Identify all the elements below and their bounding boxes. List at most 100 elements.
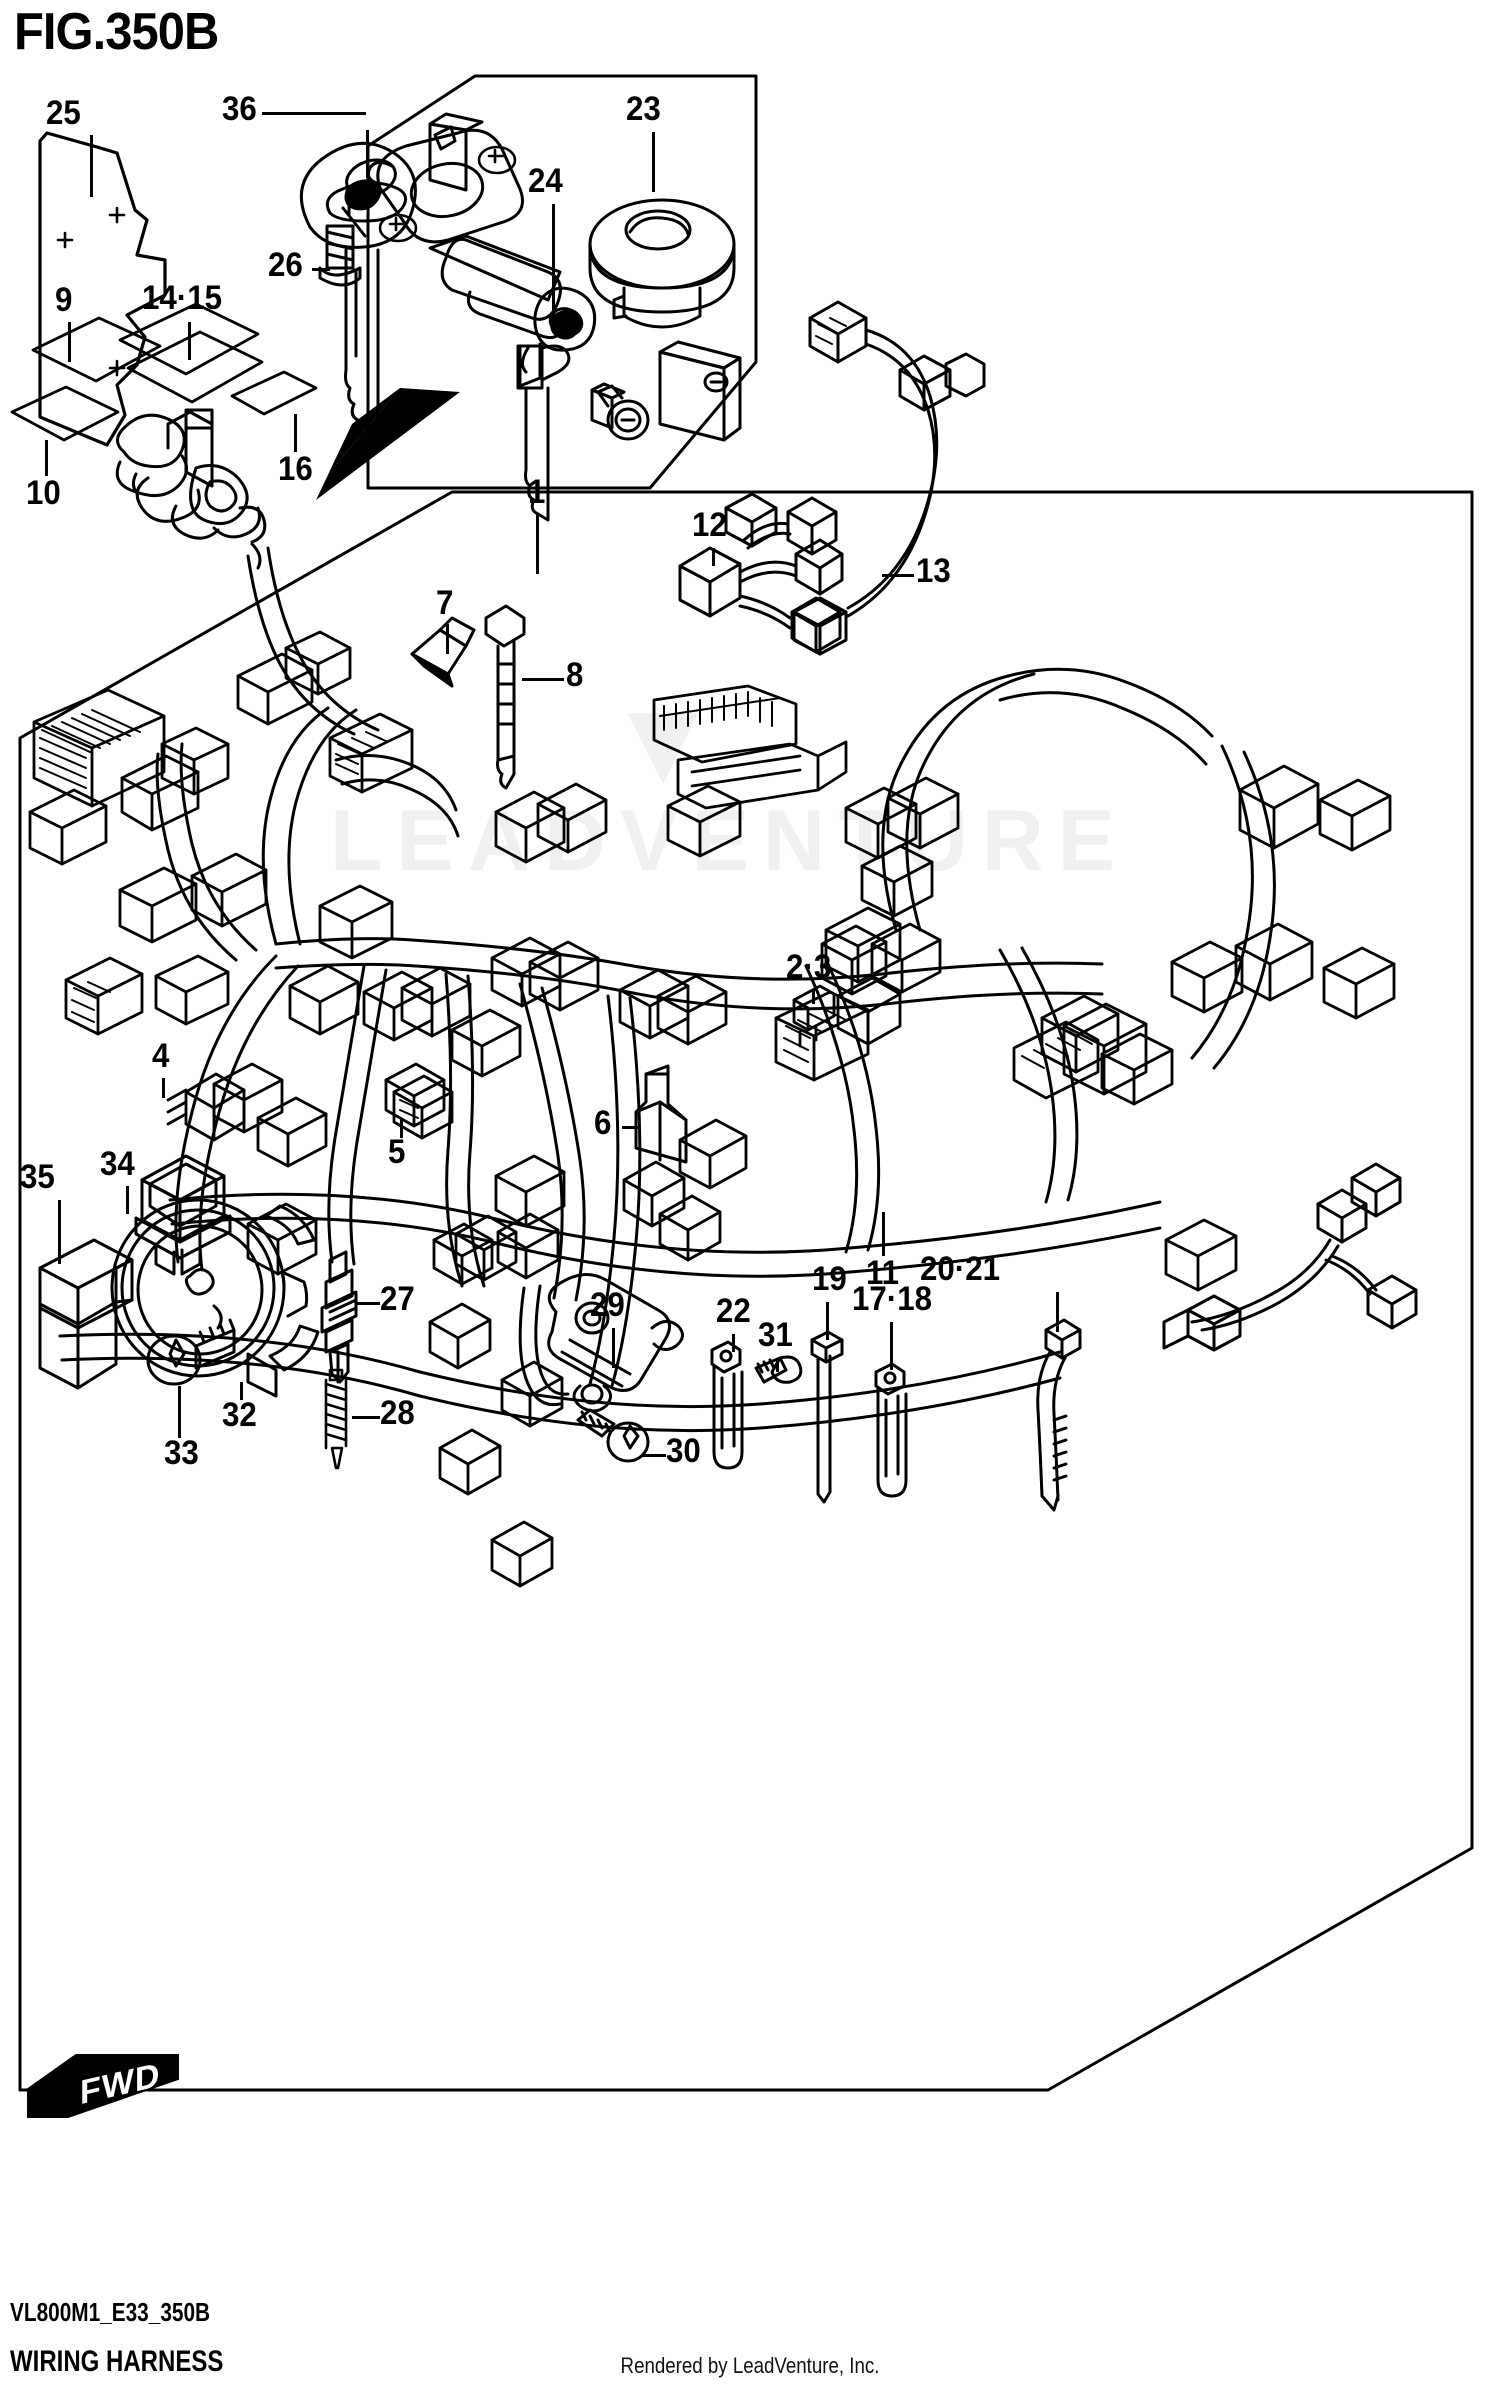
callout-2-3[interactable]: 2·3: [786, 948, 832, 986]
callout-11[interactable]: 11: [866, 1254, 900, 1292]
callout-30[interactable]: 30: [666, 1432, 701, 1470]
connector-center-cluster: [288, 964, 472, 1042]
callout-5[interactable]: 5: [388, 1133, 406, 1171]
callout-33[interactable]: 33: [164, 1434, 199, 1472]
callout-9[interactable]: 9: [55, 281, 73, 319]
leader-33: [178, 1386, 181, 1438]
callout-14-15[interactable]: 14·15: [142, 279, 223, 317]
leader-9: [68, 322, 71, 362]
fwd-orientation-badge: FWD: [20, 2045, 190, 2125]
watermark-text: LEADVENTURE: [330, 793, 1130, 889]
leader-24: [552, 204, 555, 324]
callout-23[interactable]: 23: [626, 90, 661, 128]
connector-left-mid2: [190, 852, 268, 928]
leader-25: [90, 135, 93, 197]
callout-17-18[interactable]: 17·18: [852, 1280, 933, 1318]
part-lockset-box: [366, 74, 758, 490]
part-lock-cylinder: [596, 384, 650, 441]
connector-mid-a: [450, 1008, 522, 1078]
leader-32: [240, 1382, 243, 1400]
connector-bottom-k: [438, 1428, 502, 1496]
callout-12[interactable]: 12: [692, 506, 727, 544]
fwd-arrow-icon: [27, 2054, 179, 2118]
callout-25[interactable]: 25: [46, 94, 81, 132]
callout-24[interactable]: 24: [528, 162, 563, 200]
part-cap-6: [634, 1064, 688, 1164]
callout-20-21[interactable]: 20·21: [920, 1250, 1001, 1288]
part-relay-34: [134, 1154, 232, 1276]
leader-2-3: [812, 990, 815, 1004]
part-cabletie-19: [810, 1330, 844, 1504]
connector-left-bottom2: [154, 954, 230, 1026]
part-fuse-4: [166, 1072, 246, 1142]
callout-16[interactable]: 16: [278, 450, 313, 488]
leader-36: [366, 130, 369, 178]
connector-bottom-l: [490, 1520, 554, 1588]
connector-bottom-b: [256, 1096, 328, 1168]
callout-8[interactable]: 8: [566, 656, 584, 694]
leader-20-21: [1056, 1292, 1059, 1332]
part-handlebar-switch: [115, 408, 267, 570]
watermark-mark: ▼: [603, 674, 737, 808]
callout-32[interactable]: 32: [222, 1396, 257, 1434]
connector-bottom-q: [1100, 1032, 1174, 1106]
part-screw-26: [318, 200, 367, 287]
part-clamp-17-18: [874, 1362, 908, 1498]
part-plug-27: [320, 1250, 358, 1384]
callout-29[interactable]: 29: [590, 1286, 625, 1324]
leader-36b: [262, 112, 366, 115]
part-connector-5: [384, 1062, 446, 1128]
callout-36[interactable]: 36: [222, 90, 257, 128]
part-tapes: [10, 302, 318, 442]
leader-35: [58, 1200, 61, 1264]
leader-27: [356, 1302, 380, 1305]
leader-8: [522, 678, 564, 681]
relay-box-right: [1012, 1002, 1148, 1100]
callout-7[interactable]: 7: [436, 584, 454, 622]
part-horn-32: [110, 1198, 320, 1398]
connector-bottom-o: [658, 1194, 722, 1262]
leader-7: [446, 624, 449, 654]
callout-35[interactable]: 35: [20, 1158, 55, 1196]
part-key-36: [299, 141, 417, 438]
part-clamp-7: [410, 616, 476, 688]
leader-6: [622, 1126, 638, 1129]
leader-4: [162, 1078, 165, 1098]
part-bolt-30: [576, 1408, 650, 1463]
leader-14-15: [188, 322, 191, 360]
callout-1[interactable]: 1: [528, 473, 546, 511]
callout-6[interactable]: 6: [594, 1104, 612, 1142]
part-spring-28: [324, 1368, 348, 1470]
callout-31[interactable]: 31: [758, 1316, 793, 1354]
connector-pair-a: [120, 726, 230, 832]
leader-26: [312, 268, 330, 271]
leader-12: [712, 548, 715, 566]
rendered-by-credit: Rendered by LeadVenture, Inc.: [620, 2353, 880, 2378]
connector-bottom-m: [678, 1118, 748, 1190]
callout-22[interactable]: 22: [716, 1292, 751, 1330]
callout-19[interactable]: 19: [812, 1260, 847, 1298]
callout-26[interactable]: 26: [268, 246, 303, 284]
callout-28[interactable]: 28: [380, 1394, 415, 1432]
leader-19: [826, 1302, 829, 1340]
callout-13[interactable]: 13: [916, 552, 951, 590]
part-relay-35: [38, 1238, 134, 1390]
callout-27[interactable]: 27: [380, 1280, 415, 1318]
part-seat-lock: [658, 340, 742, 442]
callout-10[interactable]: 10: [26, 474, 61, 512]
leader-23: [652, 132, 655, 192]
tape-9: [31, 316, 162, 383]
part-box-connector: [590, 382, 626, 430]
part-band-20-21: [1036, 1318, 1082, 1512]
leader-1: [536, 514, 539, 574]
callout-34[interactable]: 34: [100, 1145, 135, 1183]
pointer-arrow: [316, 388, 460, 500]
callout-4[interactable]: 4: [152, 1037, 170, 1075]
leader-17-18: [890, 1322, 893, 1370]
connector-bottom-a: [212, 1062, 284, 1134]
connector-bottom-e: [494, 1154, 566, 1228]
leader-11: [882, 1212, 885, 1256]
page-title: FIG.350B: [14, 3, 219, 61]
